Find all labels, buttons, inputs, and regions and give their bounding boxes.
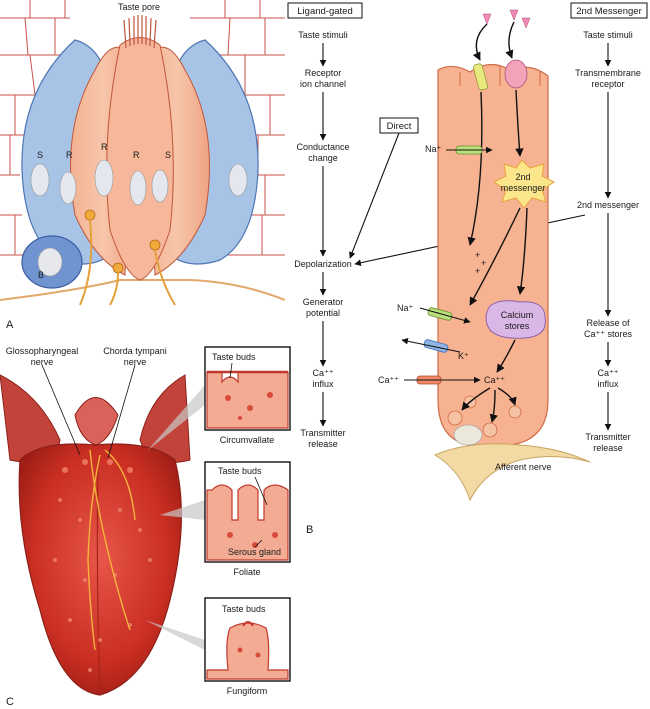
second-messenger-title: 2nd Messenger [576, 6, 641, 17]
lg-ca: Ca⁺⁺ [312, 368, 333, 378]
inset-fungiform: Taste buds [204, 597, 291, 682]
plus-sign: + [481, 258, 486, 268]
glosso-label-2: nerve [31, 357, 54, 367]
inset-1-title: Taste buds [212, 352, 256, 362]
cell-nuclei [30, 159, 248, 206]
sm-release: release [593, 443, 623, 453]
tongue-body [18, 443, 183, 696]
cell-label-r-2: R [101, 142, 108, 152]
ligand-gated-header [287, 2, 363, 19]
lg-change: change [308, 153, 338, 163]
vesicles [447, 395, 522, 438]
panel-a-taste-bud: Taste pore S R R R S B A [0, 0, 286, 331]
lg-influx: influx [312, 379, 334, 389]
direct-label: Direct [387, 121, 412, 132]
sm-receptor: receptor [591, 79, 624, 89]
sm-influx: influx [597, 379, 619, 389]
chorda-label-2: nerve [124, 357, 147, 367]
afferent-nerve-label: Afferent nerve [495, 462, 551, 472]
lg-depolarization: Depolarization [294, 259, 352, 269]
calcium-label-1: Calcium [501, 310, 534, 320]
messenger-label-1: 2nd [515, 172, 530, 182]
ca-in-label: Ca⁺⁺ [378, 375, 399, 385]
na-mid-label: Na⁺ [397, 303, 414, 313]
inset-3-title: Taste buds [222, 604, 266, 614]
transmembrane-receptor [504, 59, 528, 89]
inset-foliate: Taste buds Serous gland [204, 461, 291, 563]
messenger-label-2: messenger [501, 183, 546, 193]
second-messenger-burst [493, 159, 555, 209]
lg-taste-stimuli: Taste stimuli [298, 30, 348, 40]
sm-release-of: Release of [586, 318, 630, 328]
sm-transmitter: Transmitter [585, 432, 630, 442]
receptor-cell-drawing: 2nd messenger Calcium stores + + + Na⁺ [378, 9, 591, 502]
sm-2nd-messenger: 2nd messenger [577, 200, 639, 210]
calcium-label-2: stores [505, 321, 530, 331]
sm-ca: Ca⁺⁺ [597, 368, 618, 378]
ca-cell-label: Ca⁺⁺ [484, 375, 505, 385]
plus-sign: + [475, 250, 480, 260]
panel-c-letter: C [6, 696, 14, 708]
lg-release: release [308, 439, 338, 449]
inset-1-caption: Circumvallate [220, 435, 275, 445]
cell-label-s-right: S [165, 150, 171, 160]
second-messenger-header [570, 2, 648, 19]
direct-arrow [349, 132, 400, 259]
lg-transmitter: Transmitter [300, 428, 345, 438]
cell-label-s-left: S [37, 150, 43, 160]
panel-c-tongue: Glossopharyngeal nerve Chorda tympani ne… [0, 346, 291, 708]
lg-generator: Generator [303, 297, 344, 307]
plus-sign: + [475, 266, 480, 276]
microvilli [123, 15, 157, 49]
lg-potential: potential [306, 308, 340, 318]
inset-2-caption: Foliate [233, 567, 260, 577]
inset-3-caption: Fungiform [227, 686, 268, 696]
panel-a-letter: A [6, 319, 14, 331]
epithelium-cells [0, 0, 285, 256]
sm-taste-stimuli: Taste stimuli [583, 30, 633, 40]
lg-receptor: Receptor [305, 68, 342, 78]
cell-label-r-1: R [66, 150, 73, 160]
ligand-gated-title: Ligand-gated [297, 6, 352, 17]
inset-2-extra: Serous gland [228, 547, 281, 557]
sm-ca-stores: Ca⁺⁺ stores [584, 329, 633, 339]
glosso-label-1: Glossopharyngeal [6, 346, 79, 356]
lg-ion-channel: ion channel [300, 79, 346, 89]
taste-pore-label: Taste pore [118, 2, 160, 12]
lg-conductance: Conductance [296, 142, 349, 152]
ion-channel-receptor [473, 63, 488, 91]
na-top-label: Na⁺ [425, 144, 442, 154]
panel-b-pathways: Ligand-gated Taste stimuli Receptor ion … [287, 2, 648, 536]
panel-b-letter: B [306, 524, 313, 536]
sm-transmembrane: Transmembrane [575, 68, 641, 78]
inset-2-title: Taste buds [218, 466, 262, 476]
taste-stimuli-molecules [482, 9, 531, 29]
afferent-nerve [433, 443, 591, 502]
calcium-stores [485, 300, 546, 339]
receptor-cell-2 [106, 37, 174, 281]
cell-label-r-3: R [133, 150, 140, 160]
cell-label-b: B [38, 270, 44, 280]
inset-circumvallate: Taste buds [204, 346, 291, 431]
k-label: K⁺ [458, 351, 469, 361]
chorda-label-1: Chorda tympani [103, 346, 167, 356]
